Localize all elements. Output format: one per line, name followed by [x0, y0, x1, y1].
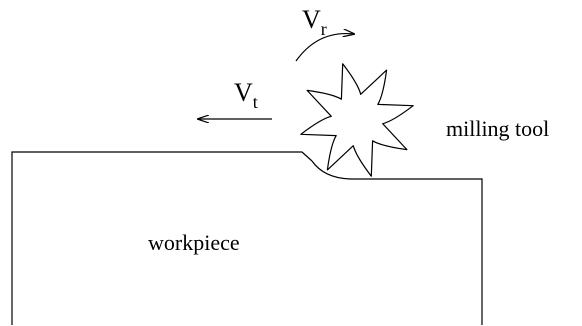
- rot-velocity-subscript: r: [321, 19, 327, 39]
- workpiece-right-edge: [350, 178, 483, 325]
- rotation-arrow: [295, 34, 354, 62]
- cut-groove: [311, 160, 351, 180]
- workpiece-label: workpiece: [148, 230, 240, 255]
- milling-tool-shape: [300, 63, 414, 177]
- rot-velocity-label: Vr: [302, 5, 327, 39]
- tool-label: milling tool: [446, 116, 549, 141]
- workpiece-outline: [11, 151, 313, 325]
- trans-velocity-subscript: t: [253, 92, 258, 112]
- trans-velocity-label: Vt: [234, 78, 258, 112]
